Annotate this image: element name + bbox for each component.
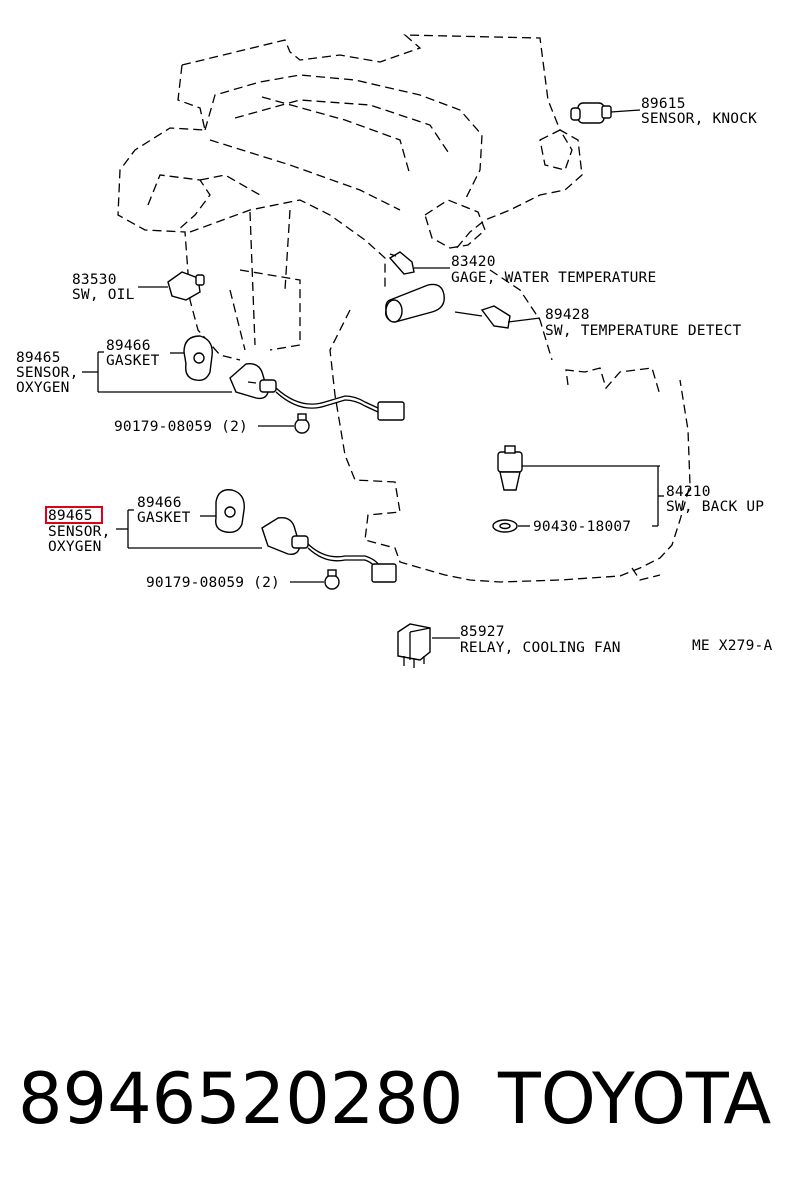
callout-name: OXYGEN (48, 539, 102, 555)
nut-2-part (324, 569, 340, 590)
callout-number: 89466 (137, 495, 182, 511)
callout-name: OXYGEN (16, 380, 70, 396)
backup-switch-part (497, 445, 660, 491)
callout-number: 84210 (666, 484, 711, 500)
engine-outline (117, 34, 691, 583)
callout-washer: 90430-18007 (533, 519, 631, 535)
callout-number: 89428 (545, 307, 590, 323)
brand-name: TOYOTA (498, 1058, 772, 1140)
washer-part (492, 519, 530, 533)
gasket-2-part (215, 489, 245, 534)
parts-diagram: 89615 SENSOR, KNOCK 83420 GAGE, WATER TE… (16, 34, 772, 668)
oil-switch-part (138, 271, 205, 301)
callout-name: SW, BACK UP (666, 499, 764, 515)
callout-water-gage: 83420 GAGE, WATER TEMPERATURE (451, 254, 656, 286)
callout-number: 89465 (16, 350, 61, 366)
callout-name: SW, TEMPERATURE DETECT (545, 323, 742, 339)
callout-number: 85927 (460, 624, 505, 640)
callout-oxygen-sensor-2: 89465 SENSOR, OXYGEN (45, 506, 111, 555)
callout-number: 89615 (641, 96, 686, 112)
callout-gasket-2: 89466 GASKET (137, 495, 191, 526)
callout-name: SENSOR, KNOCK (641, 111, 757, 127)
leader-lines (82, 351, 664, 639)
callout-backup-switch: 84210 SW, BACK UP (666, 484, 764, 515)
highlight-box (45, 506, 103, 524)
nut-1-part (294, 413, 310, 434)
knock-sensor-part (570, 102, 641, 124)
callout-name: GASKET (106, 353, 160, 369)
callout-oxygen-sensor-1: 89465 SENSOR, OXYGEN (16, 350, 79, 396)
callout-nut-1: 90179-08059 (2) (114, 419, 248, 435)
callout-temp-detect: 89428 SW, TEMPERATURE DETECT (545, 307, 742, 339)
relay-part (397, 623, 431, 668)
callout-oil-switch: 83530 SW, OIL (72, 272, 135, 303)
gasket-1-part (183, 335, 213, 382)
callout-nut-2: 90179-08059 (2) (146, 575, 280, 591)
figure-code: ME X279-A (692, 638, 772, 654)
callout-name: SENSOR, (48, 524, 111, 540)
callout-name: SENSOR, (16, 365, 79, 381)
callout-gasket-1: 89466 GASKET (106, 338, 160, 369)
callout-number: 89466 (106, 338, 151, 354)
callout-relay: 85927 RELAY, COOLING FAN (460, 624, 621, 656)
water-temp-gage-part (388, 251, 450, 275)
callout-knock-sensor: 89615 SENSOR, KNOCK (641, 96, 757, 127)
callout-name: GASKET (137, 510, 191, 526)
callout-name: RELAY, COOLING FAN (460, 640, 621, 656)
callout-name: SW, OIL (72, 287, 135, 303)
callout-number: 83420 (451, 254, 496, 270)
callout-number: 89465 (48, 508, 93, 524)
callout-name: GAGE, WATER TEMPERATURE (451, 270, 656, 286)
hose-part (385, 283, 445, 323)
callout-number: 83530 (72, 272, 117, 288)
oxygen-sensor-1-part (229, 362, 405, 421)
temp-detect-switch-part (454, 305, 541, 329)
oxygen-sensor-2-part (261, 516, 397, 583)
part-number: 8946520280 (18, 1058, 464, 1140)
footer: 8946520280 TOYOTA (18, 1058, 788, 1148)
